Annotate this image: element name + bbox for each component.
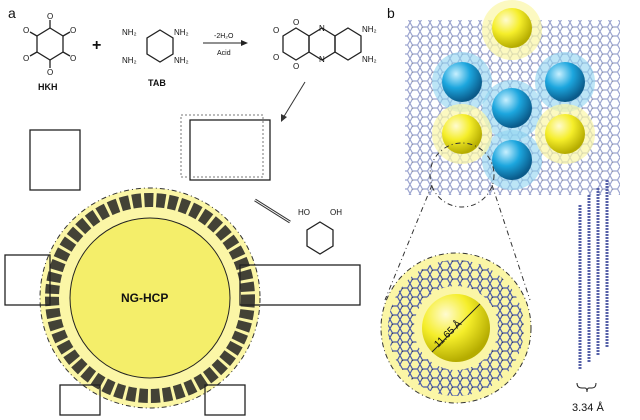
pore-sphere-yellow — [442, 114, 482, 154]
svg-text:NH₂: NH₂ — [174, 28, 189, 37]
selected-pore-outline — [429, 142, 495, 208]
svg-text:NH₂: NH₂ — [362, 55, 377, 64]
svg-text:O: O — [293, 62, 299, 71]
svg-text:O: O — [47, 68, 53, 77]
panel-a-label: a — [8, 5, 16, 21]
svg-text:O: O — [293, 18, 299, 27]
svg-text:HO: HO — [298, 208, 310, 217]
product-molecule: O O O O N N NH₂ NH₂ — [273, 18, 377, 71]
interlayer-distance-label: 3.34 Å — [572, 401, 604, 414]
svg-text:NH₂: NH₂ — [122, 56, 137, 65]
framework-arms — [4, 119, 361, 416]
svg-text:OH: OH — [330, 208, 342, 217]
stacked-layers — [576, 180, 609, 393]
framework-ring — [45, 193, 255, 403]
svg-text:Acid: Acid — [217, 50, 231, 57]
svg-text:O: O — [273, 26, 279, 35]
pore-sphere-yellow — [545, 114, 585, 154]
pore-sphere-blue — [442, 62, 482, 102]
svg-text:N: N — [319, 24, 325, 33]
svg-text:O: O — [23, 54, 29, 63]
svg-text:O: O — [70, 26, 76, 35]
repeat-unit-box — [180, 114, 264, 178]
arrow-down — [282, 81, 306, 119]
framework-label: NG-HCP — [121, 291, 168, 305]
pore-sphere-blue — [492, 140, 532, 180]
pore-sphere-yellow — [492, 8, 532, 48]
svg-text:NH₂: NH₂ — [174, 56, 189, 65]
svg-text:O: O — [70, 54, 76, 63]
pore-sphere-blue — [492, 88, 532, 128]
svg-text:N: N — [319, 55, 325, 64]
svg-text:O: O — [47, 12, 53, 21]
svg-text:NH₂: NH₂ — [362, 25, 377, 34]
reaction-arrow: -2H₂O Acid — [203, 33, 248, 57]
svg-text:O: O — [23, 26, 29, 35]
hydrated-unit: HO OH — [298, 208, 342, 255]
svg-text:O: O — [273, 53, 279, 62]
tab-molecule: NH₂ NH₂ NH₂ NH₂ — [122, 28, 189, 65]
crystal-structure — [405, 0, 620, 195]
pore-sphere-blue — [545, 62, 585, 102]
pore-zoom: 11.65 Å — [380, 252, 532, 404]
plus-sign: + — [92, 37, 101, 54]
tab-label: TAB — [148, 78, 166, 88]
svg-text:NH₂: NH₂ — [122, 28, 137, 37]
hkh-label: HKH — [38, 82, 58, 92]
svg-text:-2H₂O: -2H₂O — [214, 33, 234, 40]
panel-b-label: b — [387, 5, 395, 21]
hkh-molecule: O O O O O O — [23, 12, 76, 77]
